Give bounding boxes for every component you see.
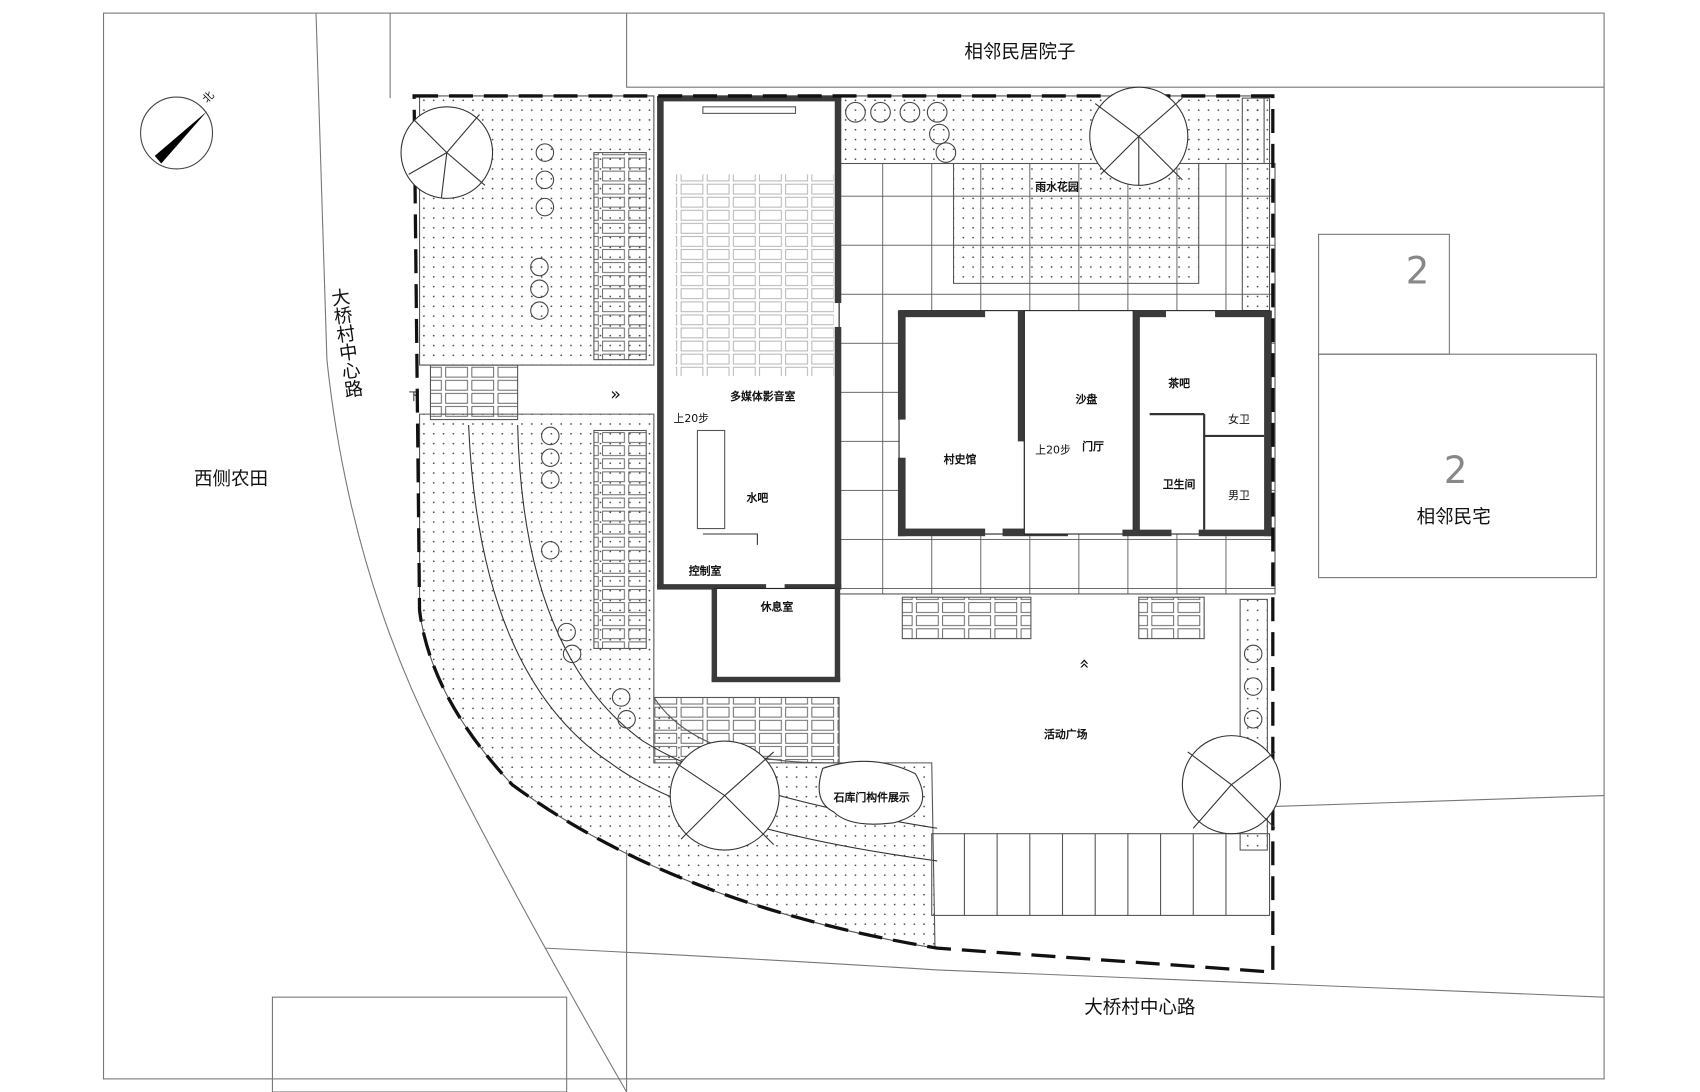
drawing-frame [102, 12, 1605, 1080]
neighbor-house-label: 相邻民宅 [1417, 507, 1491, 528]
tree-icons [400, 86, 1281, 851]
south-neighbor-lot [271, 996, 568, 1092]
shrub-icons [530, 101, 1263, 729]
planter-east [1138, 596, 1205, 640]
restroom-label: 卫生间 [1163, 477, 1196, 491]
north-label: 北 [200, 89, 217, 106]
brick-path-2 [593, 429, 647, 649]
site-boundary [412, 94, 1275, 974]
north-arrow-icon [140, 96, 214, 170]
stone-gate-display-label: 石库门构件展示 [833, 790, 910, 804]
history-hall [898, 310, 1025, 535]
seating-rows [675, 174, 834, 376]
water-bar-label: 水吧 [746, 490, 768, 504]
lobby-label: 门厅 [1082, 439, 1104, 453]
planter-west [901, 596, 1032, 640]
neighbor-house-small [1318, 233, 1450, 355]
tea-restroom-block [1132, 310, 1271, 535]
neighbor-floors-b: 2 [1444, 449, 1468, 492]
entry-stairs [429, 364, 519, 421]
west-road-edges [315, 13, 1605, 1092]
neighbor-house-large [1318, 353, 1598, 579]
curved-path [468, 425, 938, 862]
rain-garden-label: 雨水花园 [1035, 180, 1079, 194]
stairs-up-label-2: 上20步 [1035, 443, 1071, 456]
tea-bar-label: 茶吧 [1168, 376, 1190, 390]
multimedia-room-label: 多媒体影音室 [730, 389, 795, 403]
stone-gate-display-pond [818, 760, 924, 825]
south-road-label: 大桥村中心路 [1084, 998, 1195, 1019]
lounge-label: 休息室 [760, 599, 794, 613]
brick-path [593, 152, 647, 361]
parking-dividers [963, 833, 1227, 916]
down-label: 下 [409, 390, 420, 403]
control-room-label: 控制室 [689, 563, 722, 577]
stairs-up-label-1: 上20步 [673, 412, 709, 425]
neighbor-floors-a: 2 [1406, 249, 1430, 292]
plaza-entry-arrow-icon: » [1075, 658, 1095, 669]
plaza-label: 活动广场 [1044, 727, 1088, 741]
screen [702, 106, 797, 114]
female-wc-label: 女卫 [1228, 412, 1250, 426]
lobby [1023, 310, 1134, 535]
west-farmland-label: 西侧农田 [194, 469, 268, 490]
male-wc-label: 男卫 [1228, 489, 1250, 502]
south-road-edge [544, 947, 1605, 998]
west-road-label: 大桥村中心路 [327, 286, 364, 399]
village-history-label: 村史馆 [944, 452, 977, 466]
entry-arrow-icon: » [610, 385, 621, 405]
sand-table-label: 沙盘 [1076, 392, 1098, 406]
neighbor-yard-label: 相邻民居院子 [964, 42, 1075, 63]
parking-stripes [931, 833, 1271, 916]
